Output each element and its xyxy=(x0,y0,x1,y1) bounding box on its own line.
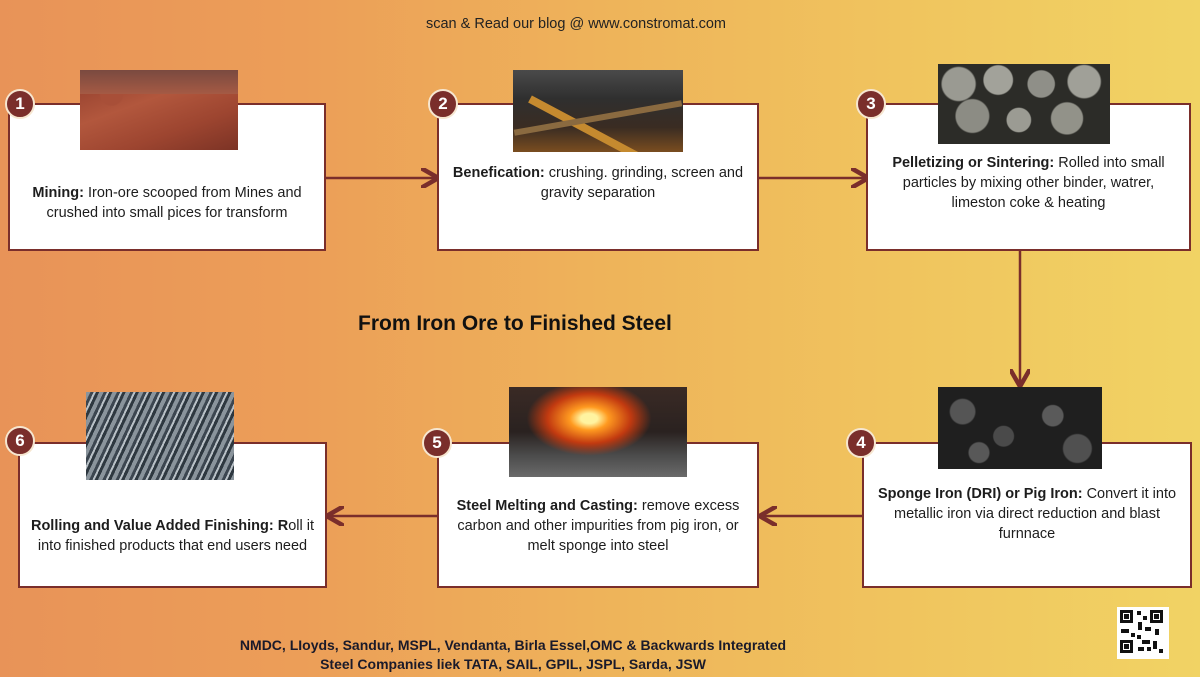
diagram-title: From Iron Ore to Finished Steel xyxy=(358,312,672,335)
step-title: Pelletizing or Sintering: xyxy=(892,155,1055,171)
step-description: Benefication: crushing. grinding, screen… xyxy=(452,165,744,201)
step-description: Steel Melting and Casting: remove excess… xyxy=(456,498,740,554)
step-title: Mining: xyxy=(32,185,84,201)
step-number-badge: 6 xyxy=(5,426,35,456)
mining-photo xyxy=(80,70,238,150)
step-title: Sponge Iron (DRI) or Pig Iron: xyxy=(877,486,1083,502)
companies-footer: NMDC, LIoyds, Sandur, MSPL, Vendanta, Bi… xyxy=(0,636,1026,674)
step-number-badge: 2 xyxy=(428,89,458,119)
step-card-sponge-iron: Sponge Iron (DRI) or Pig Iron: Convert i… xyxy=(862,442,1192,588)
footer-line-1: NMDC, LIoyds, Sandur, MSPL, Vendanta, Bi… xyxy=(239,637,787,653)
footer-line-2: Steel Companies liek TATA, SAIL, GPIL, J… xyxy=(320,656,706,672)
step-description: Mining: Iron-ore scooped from Mines and … xyxy=(32,185,302,221)
step-title: Steel Melting and Casting: xyxy=(456,498,638,514)
step-number-badge: 5 xyxy=(422,428,452,458)
steel-casting-photo xyxy=(509,387,687,477)
steel-rebar-photo xyxy=(86,392,234,480)
beneficiation-plant-photo xyxy=(513,70,683,152)
step-card-beneficiation: Benefication: crushing. grinding, screen… xyxy=(437,103,759,251)
blog-link-text: scan & Read our blog @ www.constromat.co… xyxy=(425,16,726,32)
step-number-badge: 1 xyxy=(5,89,35,119)
step-description: Sponge Iron (DRI) or Pig Iron: Convert i… xyxy=(877,486,1177,542)
step-title: Rolling and Value Added Finishing: R xyxy=(30,518,289,534)
step-number-badge: 3 xyxy=(856,89,886,119)
iron-pellets-photo xyxy=(938,64,1110,144)
step-description: Rolling and Value Added Finishing: Roll … xyxy=(30,518,315,554)
step-title: Benefication: xyxy=(452,165,545,181)
step-description: Pelletizing or Sintering: Rolled into sm… xyxy=(892,155,1165,211)
qr-code-image[interactable] xyxy=(1117,607,1169,659)
step-number-badge: 4 xyxy=(846,428,876,458)
sponge-iron-photo xyxy=(938,387,1102,469)
